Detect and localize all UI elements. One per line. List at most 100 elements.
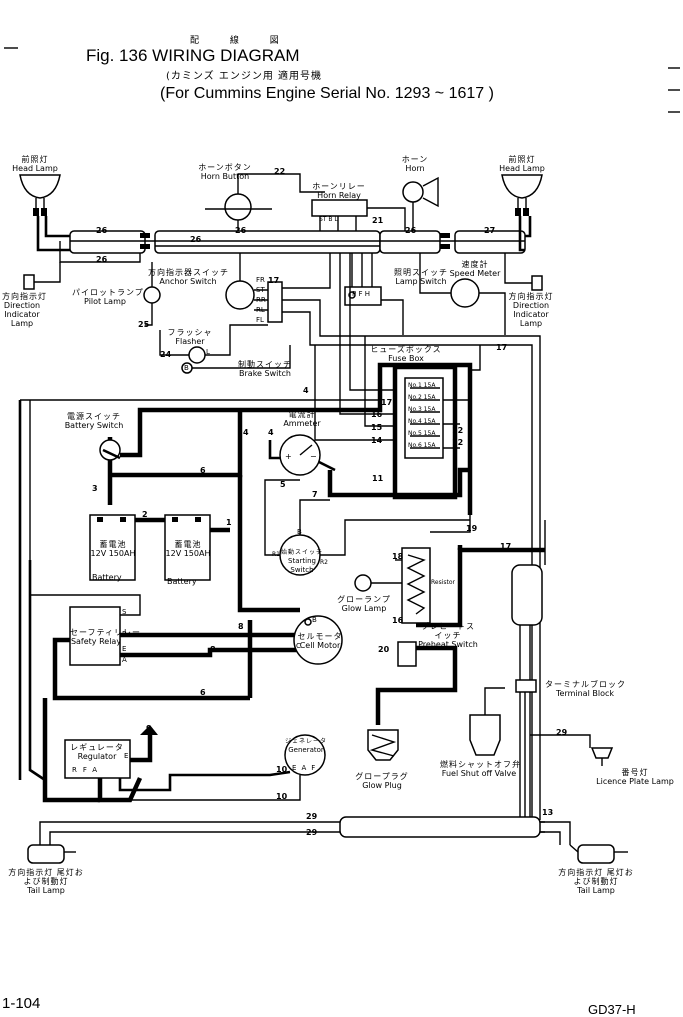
wire-number: 13 (542, 808, 554, 817)
anchor-switch-label: 方向指示器スイッチ Anchor Switch (148, 268, 229, 286)
battery-switch-symbol (99, 439, 121, 461)
ammeter-symbol (279, 434, 321, 476)
wire-number: 11 (372, 474, 384, 483)
front-indicator-left (23, 262, 61, 290)
horn-relay-symbol (311, 199, 406, 231)
anchor-switch-symbol (225, 253, 541, 820)
fuse-5: No.5 15A (408, 430, 436, 437)
fuel-valve-label: 燃料シャットオフ弁 Fuel Shut off Valve (440, 760, 521, 778)
horn-relay-label: ホーンリレー Horn Relay (312, 182, 366, 200)
safety-relay-symbol (30, 594, 141, 666)
regulator-symbol (64, 725, 158, 803)
head-lamp-right-label: 前照灯 Head Lamp (499, 155, 545, 173)
ammeter-terminal-minus: − (310, 452, 317, 461)
wire-number: 7 (312, 490, 318, 499)
anchor-terminal-fl: FL (256, 316, 264, 324)
fuel-valve-symbol (469, 714, 501, 756)
wire-number: 4 (303, 386, 309, 395)
flasher-symbol (159, 324, 291, 374)
fuse-box-label: ヒューズボックス Fuse Box (370, 345, 442, 363)
battery-left-symbol (89, 514, 136, 581)
ammeter-label: 電流計 Ammeter (283, 410, 321, 428)
wire-number: 12 (452, 438, 464, 447)
safety-relay-terminal-a: A (122, 656, 127, 664)
margin-marks (4, 47, 680, 113)
subtitle-jp: (カミンズ エンジン用 適用号機 (166, 71, 323, 82)
head-lamp-left-label: 前照灯 Head Lamp (12, 155, 58, 173)
starting-switch-label: 始動スイッチ Starting Switch (280, 549, 323, 574)
cell-motor-terminal-b: B (312, 616, 317, 624)
preheat-switch-symbol (375, 545, 545, 725)
safety-relay-terminal-e: E (122, 645, 127, 653)
speed-meter-label: 速度計 Speed Meter (449, 260, 501, 278)
wire-number: 17 (500, 542, 512, 551)
fuse-list: No.1 15A No.2 15A No.3 15A No.4 15A No.5… (408, 380, 435, 452)
wire-number: 10 (276, 792, 288, 801)
horn-label: ホーン Horn (401, 155, 429, 173)
wire-number: 14 (371, 436, 383, 445)
front-harness (36, 216, 532, 263)
tail-lamp-left-label: 方向指示灯 尾灯および制動灯 Tail Lamp (8, 868, 84, 895)
starting-switch-terminal-r1: R1 (272, 551, 280, 558)
wire-number: 6 (200, 466, 206, 475)
wire-number: 26 (96, 255, 108, 264)
direction-indicator-right-label: 方向指示灯 Direction Indicator Lamp (508, 292, 554, 328)
horn-button-symbol (205, 173, 325, 231)
tail-lamp-right-label: 方向指示灯 尾灯および制動灯 Tail Lamp (558, 868, 634, 895)
wire-number: 17 (381, 398, 393, 407)
horn-relay-terminals: ST B L (319, 216, 338, 223)
anchor-terminal-st: ST (256, 286, 265, 294)
regulator-terminal-e: E (124, 752, 129, 760)
pilot-lamp-label: パイロットランプ Pilot Lamp (72, 288, 144, 306)
fuse-4: No.4 15A (408, 418, 436, 425)
battery-right-symbol (135, 514, 211, 581)
regulator-terminals: RFA (72, 766, 104, 774)
battery-right-name: Battery (167, 577, 197, 586)
wire-number: 26 (405, 226, 417, 235)
wire-number: 25 (138, 320, 150, 329)
page-number: 1-104 (2, 995, 41, 1012)
horn-symbol (402, 176, 439, 231)
starting-switch-symbol (264, 479, 470, 576)
wire-number: 19 (466, 524, 478, 533)
wire-number: 6 (200, 688, 206, 697)
generator-symbol (110, 734, 326, 801)
wire-number: 8 (210, 645, 216, 654)
battery-switch-label: 電源スイッチ Battery Switch (64, 412, 124, 430)
flasher-terminal-l: L (206, 348, 210, 356)
wire-number: 18 (392, 552, 404, 561)
wire-number: 5 (280, 480, 286, 489)
generator-label: ジェネレータ Generator (284, 738, 327, 754)
tail-lamp-left-symbol (27, 821, 76, 864)
wire-number: 4 (268, 428, 274, 437)
wire-number: 26 (96, 226, 108, 235)
anchor-terminal-rl: RL (256, 306, 265, 314)
wire-number: 29 (556, 728, 568, 737)
speed-meter-symbol (419, 253, 506, 335)
wire-number: 17 (496, 343, 508, 352)
wire-number: 26 (190, 235, 202, 244)
fuse-2: No.2 15A (408, 394, 436, 401)
wire-number: 15 (371, 423, 383, 432)
lamp-switch-label: 照明スイッチ Lamp Switch (394, 268, 448, 286)
wire-number: 22 (274, 167, 286, 176)
horn-button-label: ホーンボタン Horn Button (198, 163, 252, 181)
glow-plug-symbol (367, 729, 399, 761)
rear-harness (70, 816, 571, 845)
lamp-switch-terminals: P F H (352, 290, 370, 298)
flasher-terminal-b: B (184, 364, 189, 372)
generator-terminals: EAF (292, 764, 321, 772)
wire-number: 2 (142, 510, 148, 519)
wire-number: 20 (378, 645, 390, 654)
subtitle-en: (For Cummins Engine Serial No. 1293 ~ 16… (160, 85, 494, 102)
wire-number: 26 (235, 226, 247, 235)
head-lamp-left-symbol (19, 174, 61, 216)
wire-number: 24 (160, 350, 172, 359)
anchor-terminal-rr: RR (256, 296, 266, 304)
pilot-lamp-symbol (143, 262, 161, 326)
ammeter-terminal-plus: + (285, 452, 292, 461)
right-harness (484, 520, 591, 820)
fuse-6: No.6 15A (408, 442, 436, 449)
safety-relay-label: セーフティリレー Safety Relay (70, 628, 142, 646)
